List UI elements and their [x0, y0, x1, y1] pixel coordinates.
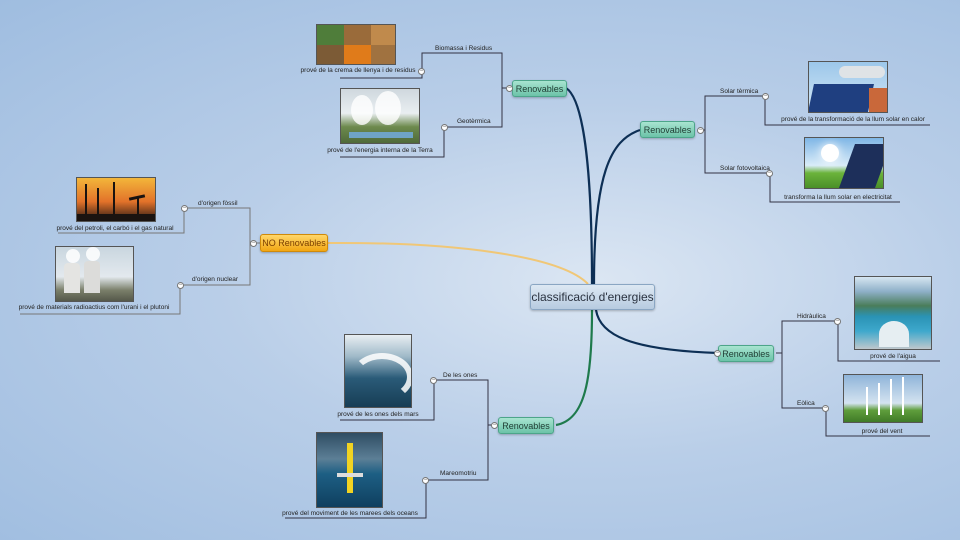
label-de-les-ones[interactable]: De les ones — [443, 372, 478, 379]
label-origen-nuclear[interactable]: d'origen nuclear — [192, 276, 239, 283]
caption-de-les-ones: prové de les ones dels mars — [337, 411, 419, 418]
node-renovables-water-wind[interactable]: Renovables — [718, 345, 774, 362]
label-biomassa[interactable]: Biomassa i Residus — [435, 45, 493, 52]
collapse-icon[interactable]: − — [250, 240, 257, 247]
collapse-icon[interactable]: − — [822, 405, 829, 412]
node-renovables-solar[interactable]: Renovables — [640, 121, 695, 138]
connector-hidraulica — [776, 320, 940, 362]
collapse-icon[interactable]: − — [834, 318, 841, 325]
caption-origen-nuclear: prové de materials radioactius com l'ura… — [18, 304, 170, 311]
central-topic[interactable]: classificació d'energies — [530, 284, 655, 310]
collapse-icon[interactable]: − — [430, 377, 437, 384]
wind-turbines-photo — [843, 374, 923, 423]
node-no-renovables[interactable]: NO Renovables — [260, 234, 328, 252]
label-solar-termica[interactable]: Solar tèrmica — [720, 88, 759, 95]
nuclear-plant-photo — [55, 246, 134, 302]
solar-thermal-photo — [808, 61, 888, 113]
label-geotermica[interactable]: Geotèrmica — [457, 118, 491, 125]
caption-mareomotriu: prové del moviment de les marees dels oc… — [282, 510, 418, 517]
collapse-icon[interactable]: − — [418, 68, 425, 75]
connector-biomassa — [340, 52, 512, 89]
tidal-photo — [316, 432, 383, 508]
caption-solar-termica: prové de la transformació de la llum sol… — [781, 116, 925, 123]
collapse-icon[interactable]: − — [181, 205, 188, 212]
collapse-icon[interactable]: − — [762, 93, 769, 100]
connector-central-renovables-water — [594, 309, 719, 355]
geothermal-photo — [340, 88, 420, 144]
label-hidraulica[interactable]: Hidràulica — [797, 313, 826, 320]
caption-biomassa: prové de la crema de llenya i de residus — [300, 67, 416, 74]
caption-geotermica: prové de l'energia interna de la Terra — [327, 147, 433, 154]
wave-photo — [344, 334, 412, 408]
connector-central-no-renovables — [327, 241, 589, 285]
collapse-icon[interactable]: − — [697, 127, 704, 134]
collapse-icon[interactable]: − — [177, 282, 184, 289]
solar-panel-photo — [804, 137, 884, 189]
collapse-icon[interactable]: − — [441, 124, 448, 131]
connector-central-renovables-top — [565, 87, 594, 285]
dam-photo — [854, 276, 932, 350]
label-mareomotriu[interactable]: Mareomotriu — [440, 470, 477, 477]
caption-origen-fossil: prové del petroli, el carbó i el gas nat… — [56, 225, 174, 232]
connector-central-renovables-solar — [592, 128, 641, 285]
oil-field-photo — [76, 177, 156, 222]
connector-solar-termica — [700, 95, 930, 131]
caption-hidraulica: prové de l'aigua — [870, 353, 916, 360]
connector-ones — [340, 379, 498, 426]
caption-eolica: prové del vent — [861, 428, 903, 435]
collapse-icon[interactable]: − — [422, 477, 429, 484]
connector-central-renovables-sea — [555, 309, 594, 427]
label-origen-fossil[interactable]: d'origen fòssil — [198, 200, 238, 207]
node-renovables-sea[interactable]: Renovables — [498, 417, 554, 434]
collapse-icon[interactable]: − — [714, 350, 721, 357]
label-eolica[interactable]: Eòlica — [797, 400, 815, 407]
collapse-icon[interactable]: − — [491, 422, 498, 429]
node-renovables-top[interactable]: Renovables — [512, 80, 567, 97]
collapse-icon[interactable]: − — [506, 85, 513, 92]
caption-solar-fotovoltaica: transforma la llum solar en electricitat — [784, 194, 892, 201]
collapse-icon[interactable]: − — [766, 170, 773, 177]
label-solar-fotovoltaica[interactable]: Solar fotovoltaica — [720, 165, 770, 172]
biomass-photo — [316, 24, 396, 65]
